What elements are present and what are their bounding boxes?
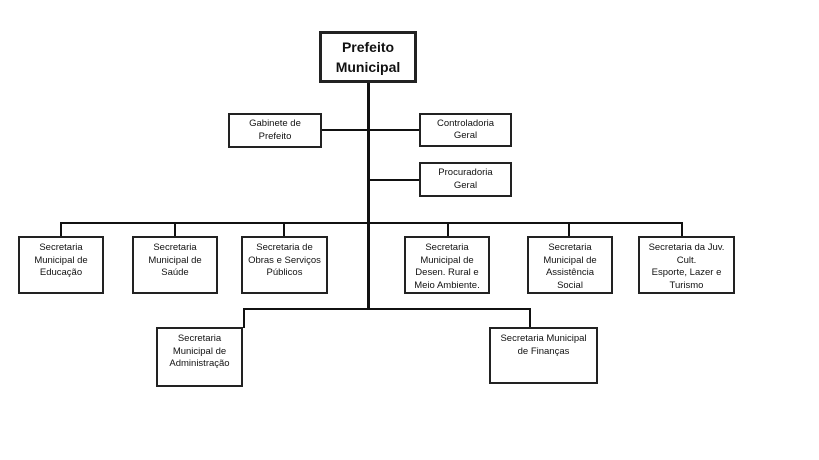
desenvolvimento-label: Secretaria Municipal de Desen. Rural e M… (414, 242, 480, 291)
obras-label: Secretaria de Obras e Serviços Públicos (248, 242, 321, 278)
assistencia-label: Secretaria Municipal de Assistência Soci… (543, 242, 597, 291)
financas-drop (529, 308, 531, 328)
juventude-label: Secretaria da Juv. Cult. Esporte, Lazer … (648, 242, 725, 291)
row2-bus-line (243, 308, 531, 310)
educacao-label: Secretaria Municipal de Educação (34, 242, 88, 278)
saude-label: Secretaria Municipal de Saúde (148, 242, 202, 278)
administracao-box: Secretaria Municipal de Administração (156, 327, 243, 387)
prefeito-municipal-label: Prefeito Municipal (335, 39, 401, 75)
controladoria-box: Controladoria Geral (419, 113, 512, 147)
assistencia-drop (568, 222, 570, 237)
procuradoria-box: Procuradoria Geral (419, 162, 512, 197)
desenvolvimento-box: Secretaria Municipal de Desen. Rural e M… (404, 236, 490, 294)
obras-drop (283, 222, 285, 237)
prefeito-municipal-box: Prefeito Municipal (319, 31, 417, 83)
obras-box: Secretaria de Obras e Serviços Públicos (241, 236, 328, 294)
administracao-drop (243, 308, 245, 328)
saude-drop (174, 222, 176, 237)
financas-label: Secretaria Municipal de Finanças (500, 333, 587, 357)
gabinete-connector (321, 129, 368, 131)
assistencia-box: Secretaria Municipal de Assistência Soci… (527, 236, 613, 294)
juventude-drop (681, 222, 683, 237)
row1-bus-line (60, 222, 683, 224)
gabinete-label: Gabinete de Prefeito (249, 118, 301, 142)
financas-box: Secretaria Municipal de Finanças (489, 327, 598, 384)
educacao-box: Secretaria Municipal de Educação (18, 236, 104, 294)
juventude-box: Secretaria da Juv. Cult. Esporte, Lazer … (638, 236, 735, 294)
desenvolvimento-drop (447, 222, 449, 237)
educacao-drop (60, 222, 62, 237)
saude-box: Secretaria Municipal de Saúde (132, 236, 218, 294)
controladoria-connector (368, 129, 420, 131)
gabinete-box: Gabinete de Prefeito (228, 113, 322, 148)
trunk-line (367, 81, 370, 309)
controladoria-label: Controladoria Geral (436, 117, 495, 142)
procuradoria-connector (368, 179, 420, 181)
procuradoria-label: Procuradoria Geral (438, 167, 493, 191)
administracao-label: Secretaria Municipal de Administração (169, 333, 230, 369)
